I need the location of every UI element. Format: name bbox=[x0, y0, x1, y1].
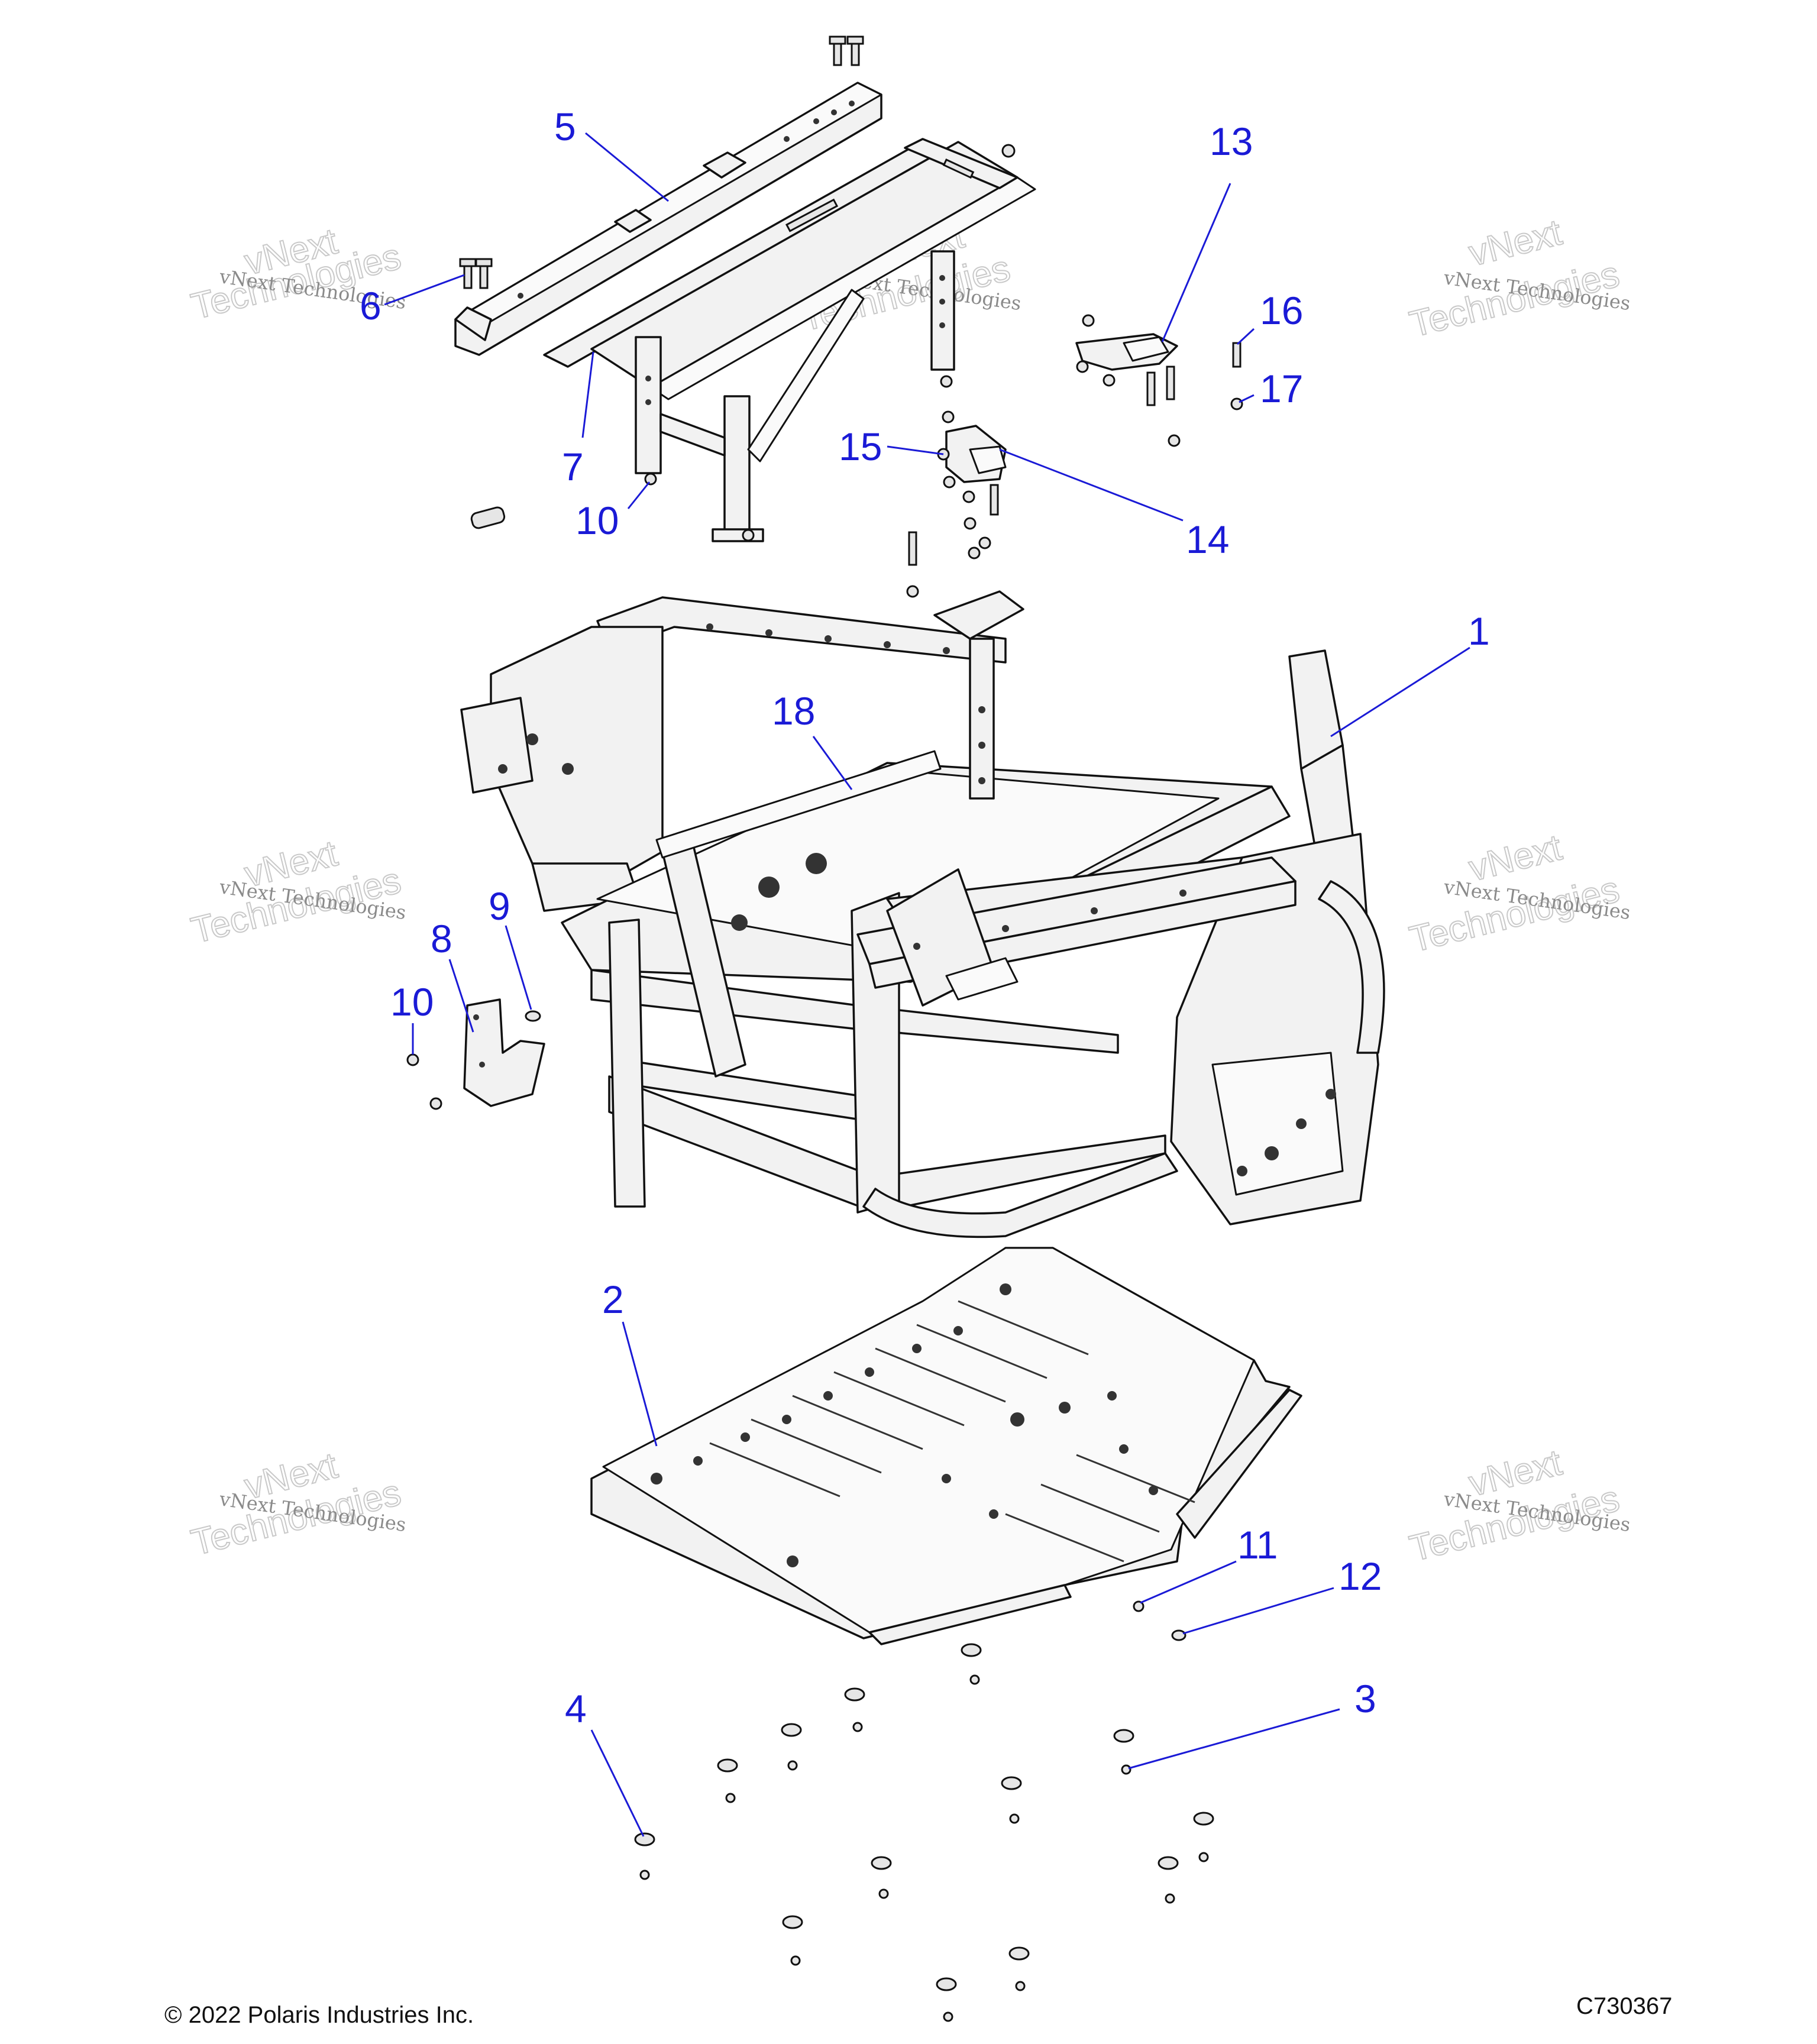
callout-2: 2 bbox=[602, 1278, 658, 1447]
skid-plate-holes bbox=[651, 1283, 1158, 1567]
svg-text:9: 9 bbox=[489, 884, 510, 928]
watermark-mid-right: Technologies vNext vNext Technologies bbox=[1405, 826, 1632, 960]
svg-text:8: 8 bbox=[431, 917, 452, 960]
part-5-cargo-cross-tube bbox=[454, 82, 882, 356]
callout-5: 5 bbox=[554, 105, 669, 202]
watermark-top-left: Technologies vNext vNext Technologies bbox=[187, 220, 408, 328]
callout-18: 18 bbox=[772, 689, 853, 790]
callout-8: 8 bbox=[431, 917, 474, 1033]
svg-text:2: 2 bbox=[602, 1278, 624, 1321]
svg-text:3: 3 bbox=[1354, 1677, 1376, 1720]
callout-10-lower: 10 bbox=[390, 980, 434, 1055]
svg-text:16: 16 bbox=[1260, 289, 1303, 332]
svg-text:15: 15 bbox=[839, 425, 882, 468]
part-10-nut-lower bbox=[406, 1053, 442, 1110]
callout-10-upper: 10 bbox=[576, 481, 651, 542]
part-12-fastener bbox=[1171, 1629, 1186, 1641]
callout-9: 9 bbox=[489, 884, 532, 1010]
svg-text:10: 10 bbox=[390, 980, 434, 1024]
part-11-fastener bbox=[1133, 1600, 1144, 1612]
svg-text:18: 18 bbox=[772, 689, 815, 733]
svg-text:14: 14 bbox=[1186, 518, 1229, 561]
svg-text:12: 12 bbox=[1338, 1554, 1382, 1598]
part-2-skid-plate bbox=[590, 1247, 1302, 1645]
svg-text:6: 6 bbox=[360, 284, 381, 328]
svg-text:vNext: vNext bbox=[1465, 212, 1566, 274]
part-17-nut bbox=[1230, 397, 1243, 410]
svg-text:5: 5 bbox=[554, 105, 576, 148]
svg-text:7: 7 bbox=[562, 445, 584, 489]
bolt-top bbox=[829, 35, 864, 66]
callout-7: 7 bbox=[562, 351, 594, 489]
part-1-main-chassis-frame bbox=[460, 590, 1385, 1238]
svg-text:1: 1 bbox=[1468, 609, 1490, 653]
callout-13: 13 bbox=[1161, 119, 1253, 342]
hardware-cluster-upper-left bbox=[459, 144, 1016, 542]
svg-text:17: 17 bbox=[1260, 367, 1303, 410]
watermark-low-right: Technologies vNext vNext Technologies bbox=[1405, 1441, 1632, 1570]
callout-14: 14 bbox=[999, 448, 1229, 561]
callout-1: 1 bbox=[1330, 609, 1490, 738]
callout-6: 6 bbox=[360, 274, 465, 328]
callout-12: 12 bbox=[1182, 1554, 1382, 1635]
svg-text:13: 13 bbox=[1210, 119, 1253, 163]
drawing-number: C730367 bbox=[1576, 1993, 1672, 2019]
copyright-text: © 2022 Polaris Industries Inc. bbox=[164, 2002, 474, 2028]
callout-11: 11 bbox=[1140, 1523, 1278, 1604]
part-4-washers bbox=[634, 1643, 1214, 1991]
watermark-top-right: Technologies vNext vNext Technologies bbox=[1405, 211, 1632, 345]
watermark-low-left: Technologies vNext vNext Technologies bbox=[187, 1444, 408, 1564]
callout-16: 16 bbox=[1236, 289, 1303, 345]
callout-17: 17 bbox=[1239, 367, 1303, 410]
part-3-bolts bbox=[639, 1674, 1209, 2022]
callout-4: 4 bbox=[565, 1687, 645, 1837]
skid-plate-stamping-lines bbox=[709, 1300, 1195, 1563]
part-14-mounting-bracket bbox=[906, 410, 1007, 598]
svg-text:4: 4 bbox=[565, 1687, 587, 1731]
frame-holes bbox=[498, 623, 1336, 1176]
part-13-mounting-bracket bbox=[1075, 314, 1181, 447]
callout-15: 15 bbox=[839, 425, 944, 468]
callout-3: 3 bbox=[1128, 1677, 1376, 1770]
svg-text:11: 11 bbox=[1237, 1523, 1278, 1567]
part-18-cross-tube bbox=[655, 750, 942, 859]
part-8-side-bracket bbox=[463, 998, 545, 1107]
part-16-bolt bbox=[1232, 342, 1241, 368]
watermark-mid-left: Technologies vNext vNext Technologies bbox=[187, 832, 408, 952]
svg-text:10: 10 bbox=[576, 499, 619, 542]
part-9-plug bbox=[525, 1010, 541, 1022]
